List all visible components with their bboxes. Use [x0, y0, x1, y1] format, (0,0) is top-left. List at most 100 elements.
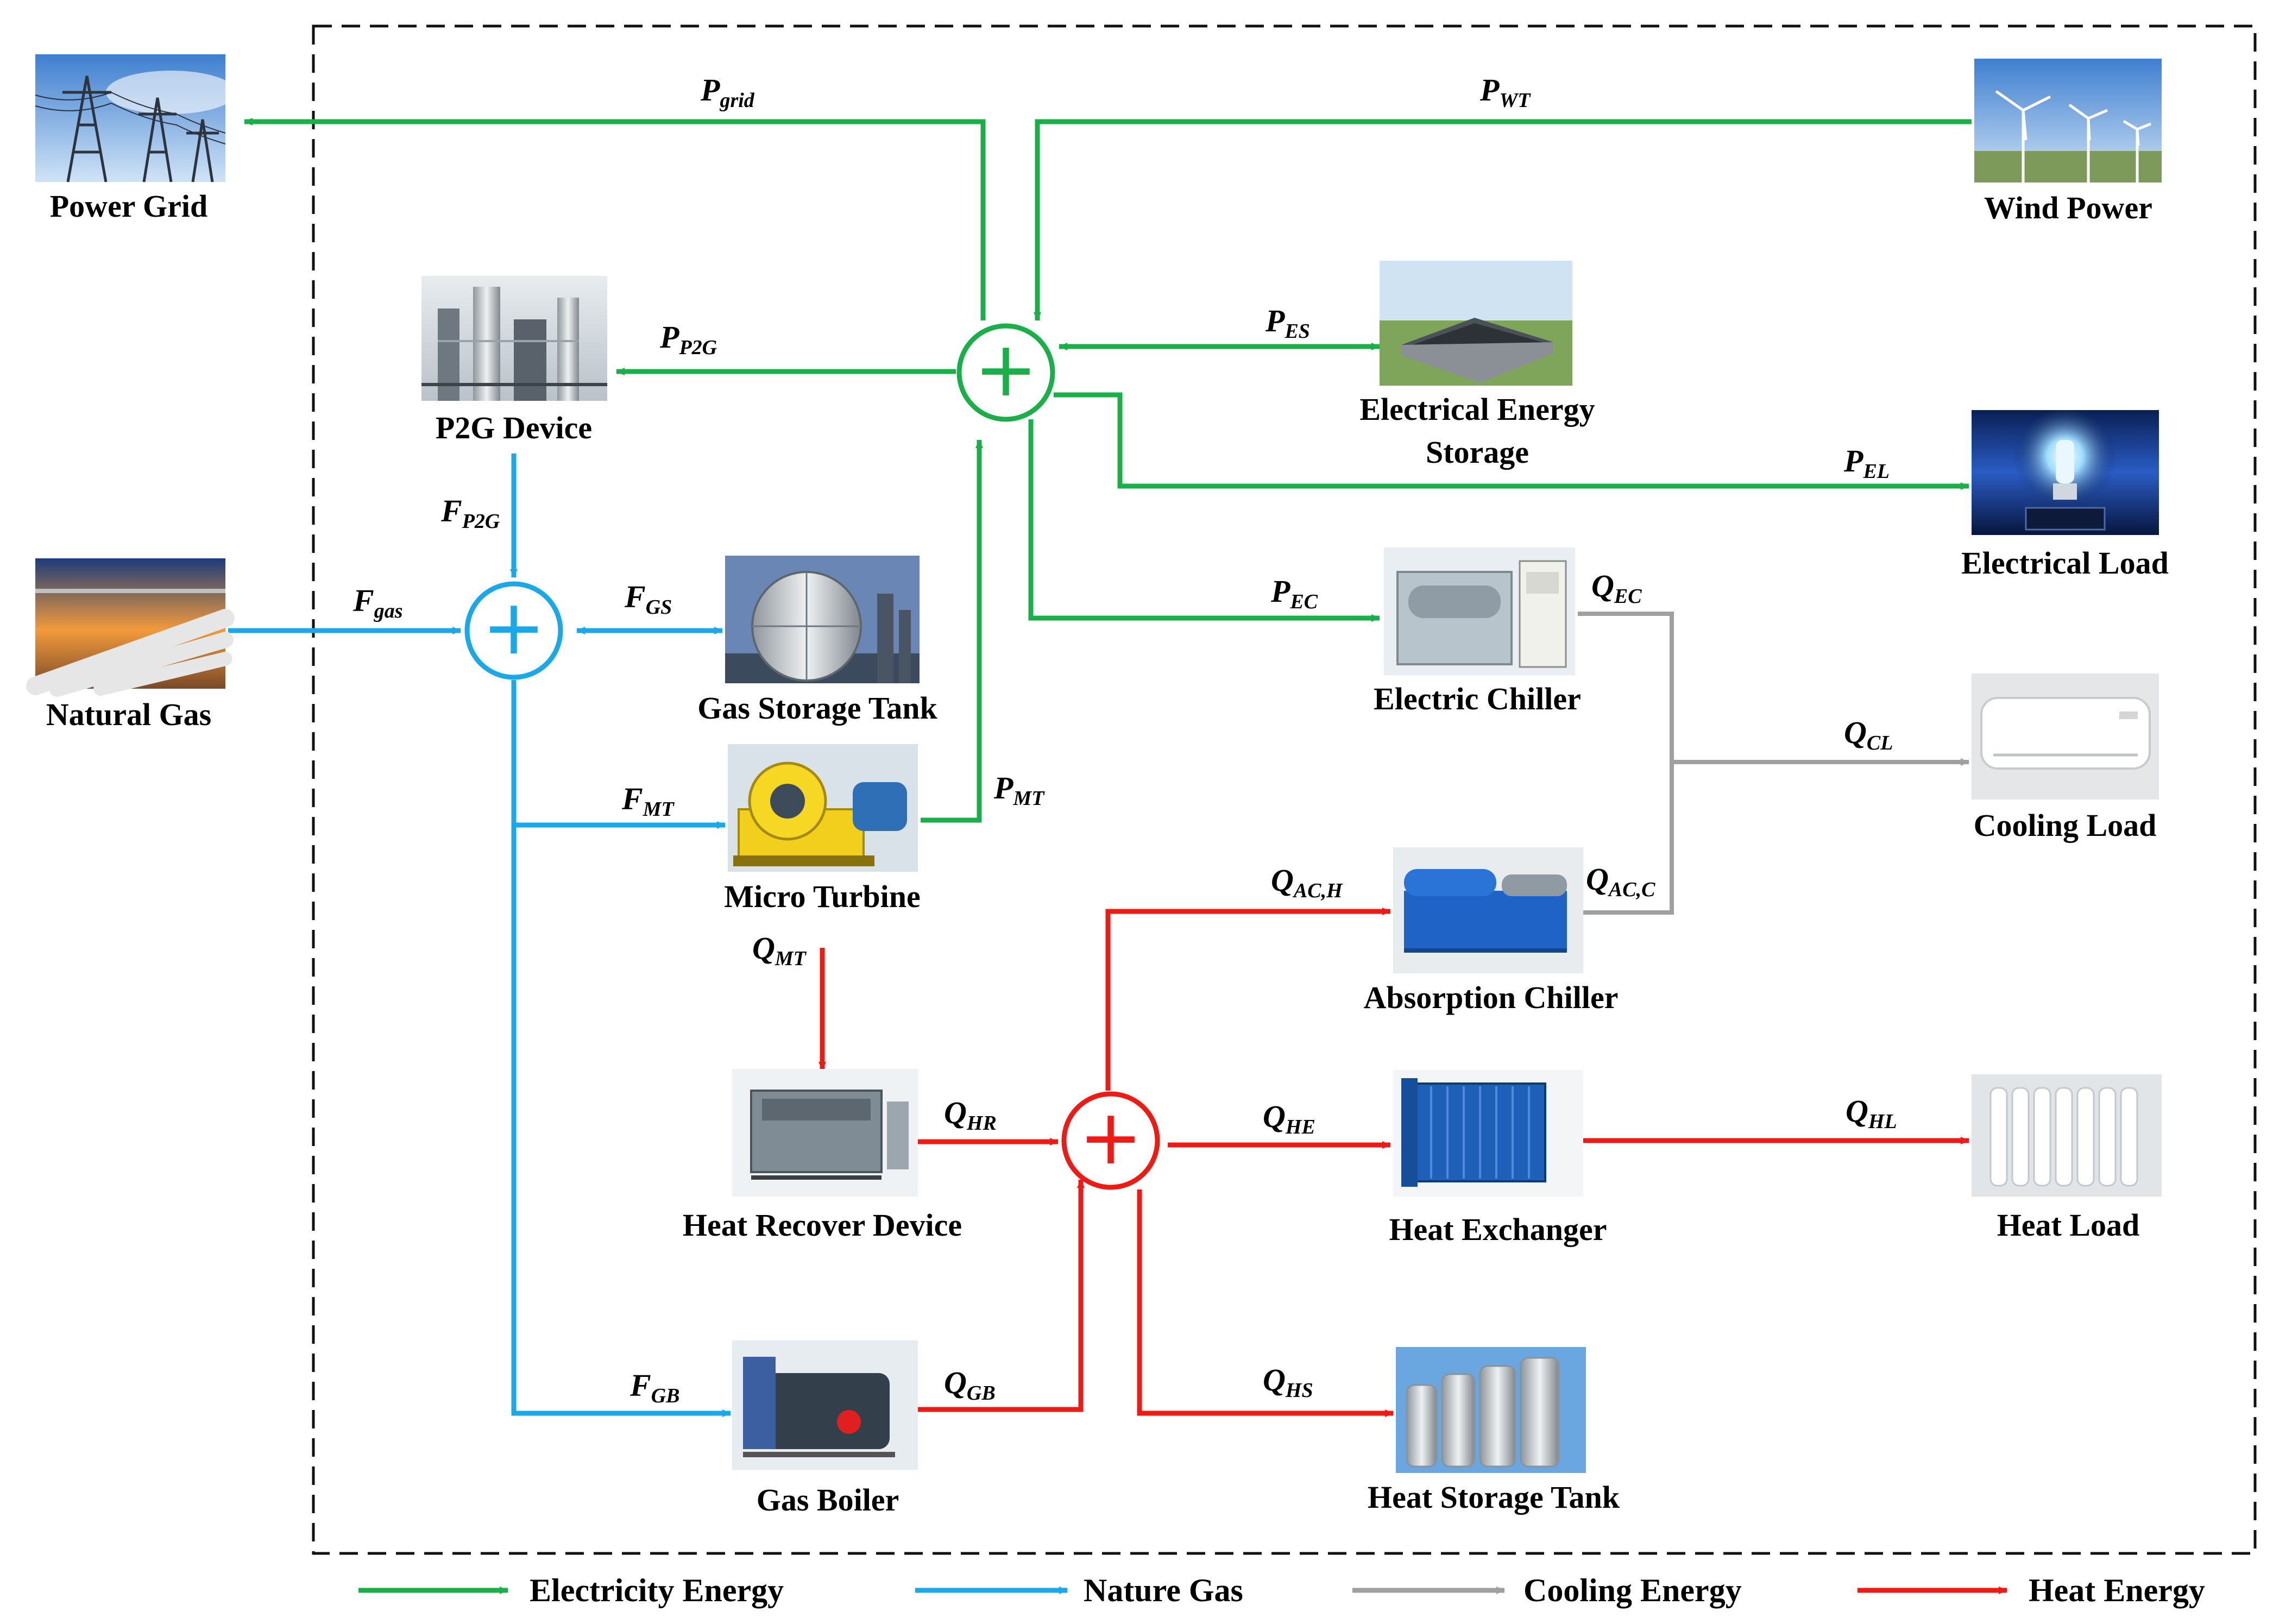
flow-q-ach [1105, 908, 1391, 1091]
flow-label-p-mt: PMT [993, 770, 1045, 810]
flow-label-f-mt-main: F [621, 781, 643, 816]
flow-label-q-gb: QGB [944, 1365, 996, 1405]
flow-label-p-mt-main: P [993, 770, 1013, 805]
legend-label-electricity: Electricity Energy [530, 1572, 784, 1608]
flow-label-p-grid-main: P [700, 72, 720, 108]
flow-p-el [1054, 392, 1969, 490]
cooling-load-label: Cooling Load [1974, 808, 2157, 843]
flow-label-q-hl-main: Q [1846, 1093, 1868, 1129]
flow-label-q-acc-main: Q [1586, 861, 1609, 897]
flow-label-q-acc: QAC,C [1586, 861, 1655, 901]
electrical-energy-storage-image [1380, 261, 1572, 386]
flow-label-q-gb-sub: GB [967, 1382, 996, 1405]
flow-p-grid [244, 118, 986, 320]
flow-label-p-grid-sub: grid [719, 89, 754, 112]
flow-label-p-es-main: P [1265, 303, 1285, 338]
flow-label-q-ach-main: Q [1271, 863, 1294, 898]
flow-label-q-mt: QMT [752, 930, 807, 970]
flow-label-q-acc-sub: AC,C [1608, 878, 1655, 901]
flow-label-f-gb: FGB [629, 1368, 679, 1407]
electric-bus-plus: + [974, 325, 1037, 414]
electricity-flows [244, 118, 1972, 823]
gas-boiler-image [732, 1340, 918, 1470]
flow-label-p-p2g: PP2G [659, 319, 717, 359]
flow-label-p-p2g-main: P [659, 319, 679, 355]
flow-label-q-hs-main: Q [1263, 1362, 1286, 1398]
flow-label-f-gas-sub: gas [374, 600, 403, 622]
wind-power-label: Wind Power [1984, 190, 2152, 225]
flow-label-f-gas-main: F [352, 583, 374, 618]
heat-load-label: Heat Load [1997, 1207, 2140, 1243]
flow-q-hs [1137, 1189, 1394, 1417]
heat-exchanger-image [1393, 1070, 1583, 1197]
flow-label-q-hr-main: Q [944, 1095, 967, 1130]
flow-label-q-hs-sub: HS [1285, 1379, 1313, 1402]
flow-label-q-ec-main: Q [1591, 568, 1614, 603]
legend-label-cooling: Cooling Energy [1523, 1572, 1742, 1608]
electrical-load-label: Electrical Load [1961, 545, 2169, 581]
legend-label-gas: Nature Gas [1084, 1572, 1243, 1608]
flow-label-f-gs: FGS [624, 579, 672, 619]
flow-label-f-mt: FMT [621, 781, 675, 821]
flow-label-q-ach-sub: AC,H [1293, 879, 1343, 902]
legend: Electricity Energy Nature Gas Cooling En… [358, 1572, 2205, 1608]
flow-label-f-p2g-sub: P2G [462, 510, 500, 533]
legend-label-heat: Heat Energy [2029, 1572, 2205, 1608]
flow-label-q-hs: QHS [1263, 1362, 1313, 1402]
flow-label-q-he: QHE [1263, 1099, 1315, 1138]
heat-exchanger-label: Heat Exchanger [1389, 1212, 1607, 1247]
flow-label-p-p2g-sub: P2G [678, 336, 717, 359]
flow-label-q-cl-sub: CL [1867, 732, 1893, 754]
power-grid-label: Power Grid [50, 188, 207, 224]
electrical-energy-storage-label-2: Storage [1426, 435, 1529, 470]
flow-label-f-p2g-main: F [440, 493, 462, 528]
micro-turbine-label: Micro Turbine [724, 879, 920, 914]
legend-item-electricity: Electricity Energy [358, 1572, 784, 1608]
flow-label-p-el: PEL [1843, 443, 1890, 483]
heat-flows [818, 908, 1969, 1417]
heat-storage-tank-label: Heat Storage Tank [1368, 1480, 1620, 1515]
flow-f-mt [511, 680, 731, 1417]
flow-label-q-ec-sub: EC [1614, 585, 1642, 608]
flow-label-p-mt-sub: MT [1012, 787, 1045, 810]
flow-label-q-he-main: Q [1263, 1099, 1286, 1134]
absorption-chiller-image [1393, 847, 1583, 973]
flow-p-mt [921, 439, 983, 823]
flow-label-f-gb-sub: GB [651, 1384, 680, 1407]
flow-label-q-mt-main: Q [752, 930, 775, 966]
heat-bus-node: + [1061, 1091, 1160, 1190]
flow-label-p-wt-sub: WT [1499, 89, 1531, 112]
natural-gas-label: Natural Gas [46, 697, 212, 732]
flow-label-q-cl: QCL [1844, 715, 1893, 754]
gas-storage-tank-label: Gas Storage Tank [697, 690, 937, 726]
electric-bus-node: + [956, 323, 1055, 422]
flow-label-p-ec: PEC [1270, 574, 1318, 613]
flow-label-q-mt-sub: MT [775, 947, 807, 970]
cooling-load-image [1972, 673, 2159, 800]
heat-storage-tank-image [1396, 1347, 1586, 1473]
electric-chiller-label: Electric Chiller [1374, 681, 1581, 716]
flow-label-q-ach: QAC,H [1271, 863, 1343, 902]
flow-label-f-gs-main: F [624, 579, 646, 614]
gas-flows [228, 454, 731, 1417]
flow-label-p-ec-sub: EC [1289, 590, 1318, 613]
flow-label-q-hr: QHR [944, 1095, 997, 1135]
flow-label-p-wt-main: P [1479, 72, 1500, 108]
flow-q-ec [1578, 612, 1674, 766]
flow-label-f-gs-sub: GS [646, 596, 672, 619]
flow-label-q-cl-main: Q [1844, 715, 1867, 750]
flow-label-p-el-sub: EL [1862, 460, 1890, 483]
flow-label-q-hr-sub: HR [966, 1112, 997, 1135]
flow-label-p-wt: PWT [1479, 72, 1531, 112]
legend-item-cooling: Cooling Energy [1352, 1572, 1742, 1608]
flow-label-q-hl: QHL [1846, 1093, 1897, 1133]
power-grid-image [35, 54, 236, 182]
flow-label-f-p2g: FP2G [440, 493, 500, 533]
heat-recover-device-image [732, 1069, 918, 1197]
flow-label-p-es-sub: ES [1284, 320, 1309, 343]
legend-item-gas: Nature Gas [915, 1572, 1243, 1608]
flow-label-p-grid: Pgrid [700, 72, 755, 112]
flow-label-p-es: PES [1265, 303, 1310, 343]
cooling-flows [1578, 612, 1969, 915]
